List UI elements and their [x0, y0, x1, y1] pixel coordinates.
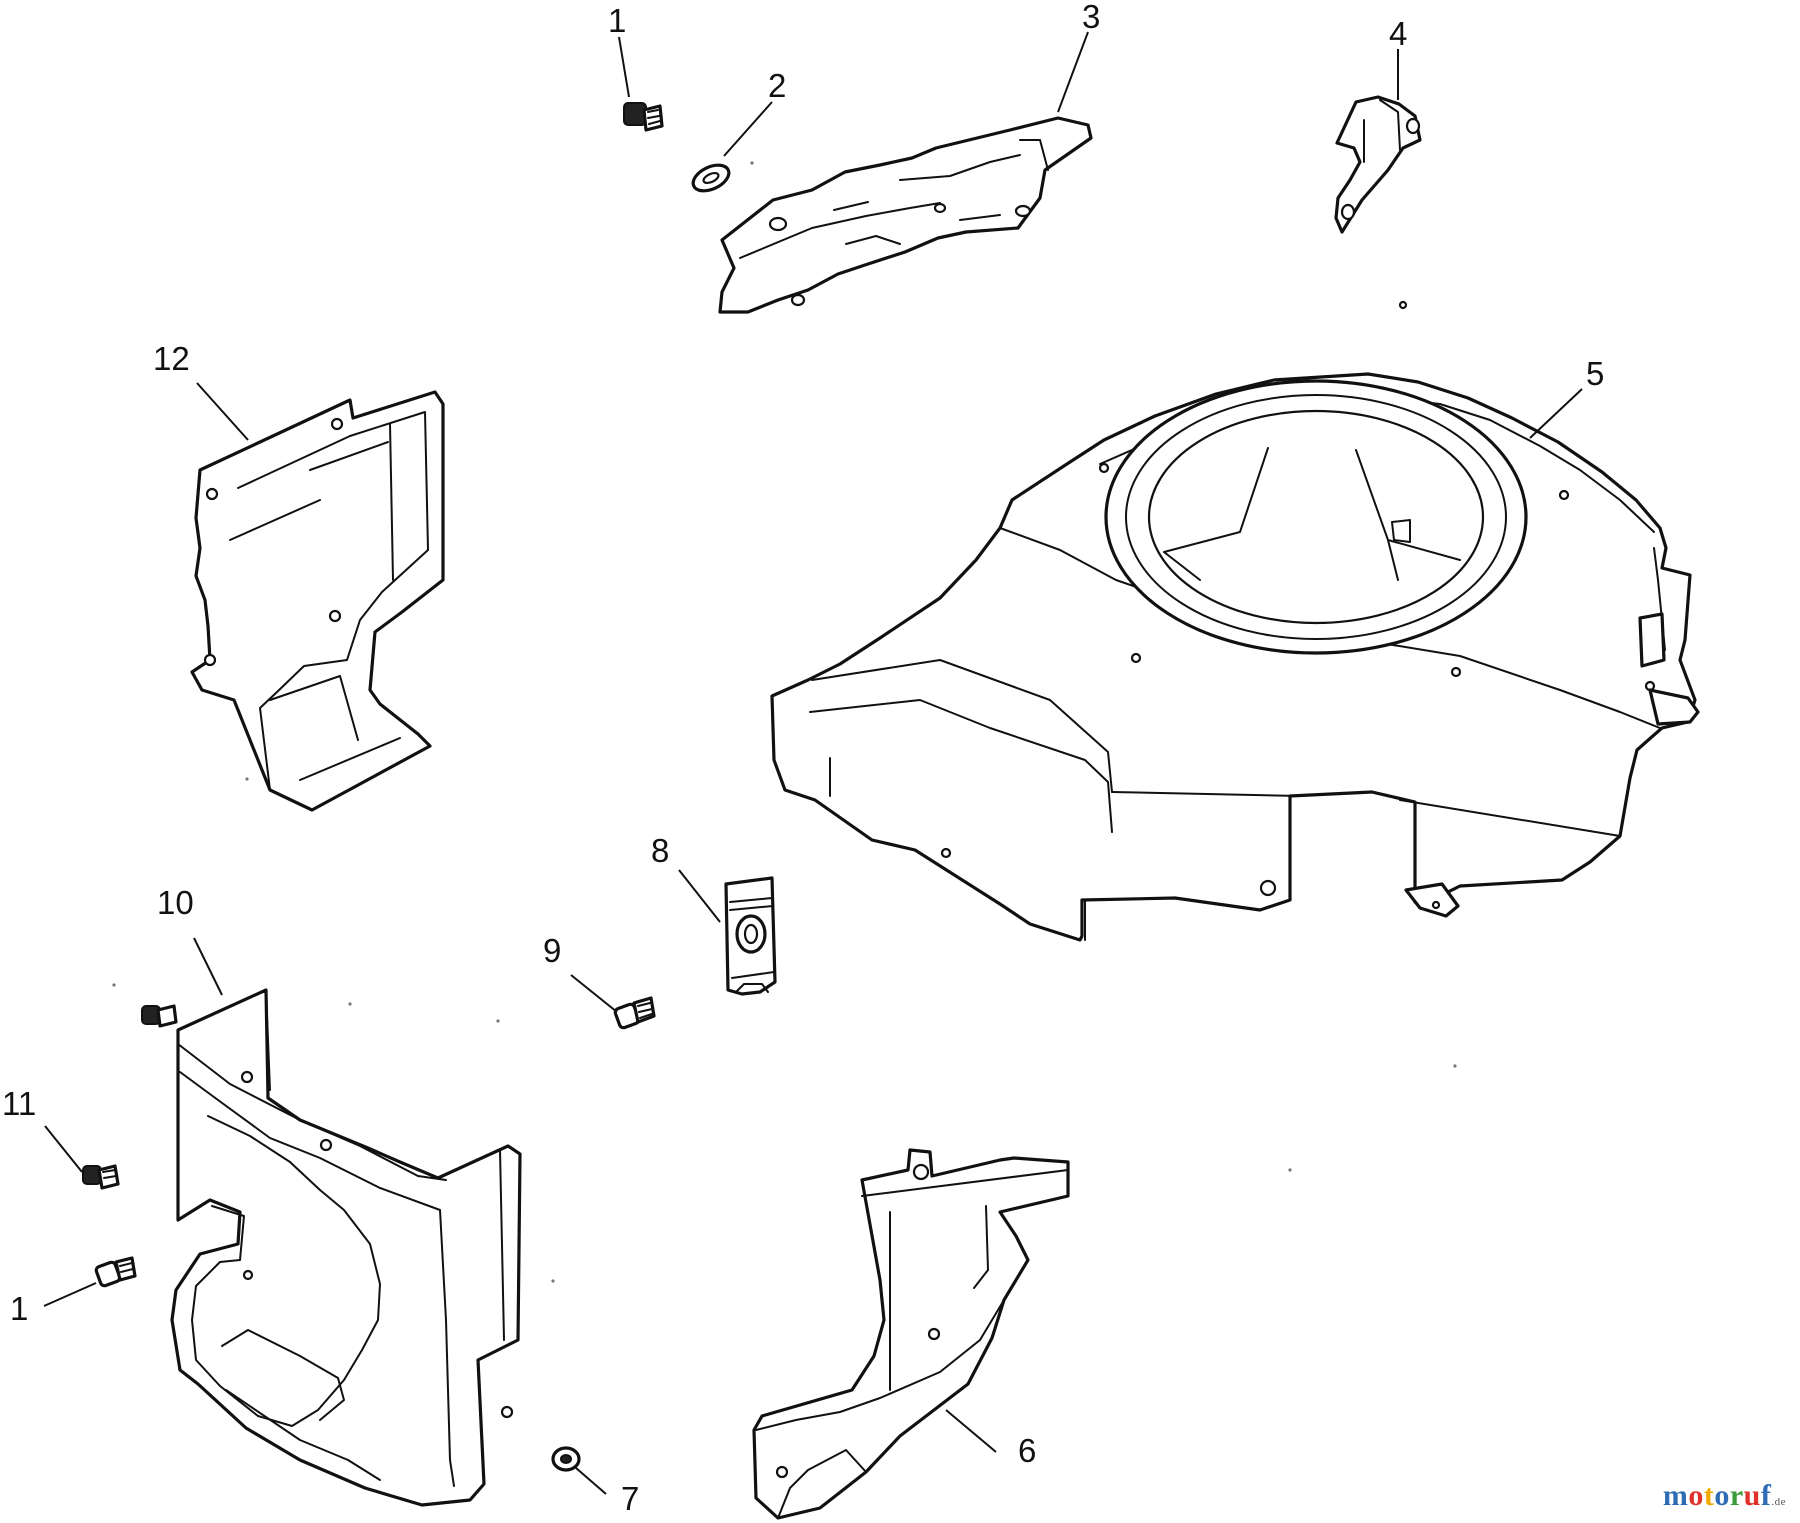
- part-1-screw-left: [94, 1256, 137, 1288]
- part-10-cylinder-shroud: [170, 988, 522, 1507]
- scan-specks: [112, 161, 1457, 1283]
- leader-lines: [43, 31, 1583, 1495]
- wm-letter-2: o: [1688, 1479, 1704, 1512]
- callout-10: 10: [157, 884, 194, 921]
- shroud-screw: [141, 1004, 178, 1028]
- part-5-blower-housing: [770, 300, 1700, 942]
- part-8-clip: [724, 876, 777, 996]
- wm-letter-7: f: [1760, 1479, 1772, 1512]
- wm-letter-6: u: [1743, 1479, 1761, 1512]
- callout-12: 12: [153, 340, 190, 377]
- wm-letter-1: m: [1662, 1479, 1689, 1512]
- callout-9: 9: [543, 932, 561, 969]
- callout-1-left: 1: [10, 1290, 28, 1327]
- part-12-side-shield: [190, 390, 445, 812]
- callout-8: 8: [651, 832, 669, 869]
- part-3-baffle-bracket: [718, 116, 1093, 314]
- part-11-screw: [82, 1164, 120, 1190]
- wm-suffix: .de: [1771, 1496, 1786, 1508]
- callout-6: 6: [1018, 1432, 1036, 1469]
- wm-letter-5: r: [1729, 1479, 1744, 1512]
- part-7-nut: [551, 1446, 581, 1472]
- callout-7: 7: [621, 1480, 639, 1517]
- callout-5: 5: [1586, 355, 1604, 392]
- part-2-washer: [691, 163, 731, 193]
- callout-2: 2: [768, 67, 786, 104]
- callout-3: 3: [1082, 0, 1100, 35]
- callout-1-top: 1: [608, 2, 626, 39]
- part-1-screw-top: [623, 102, 664, 132]
- callouts: 1 2 3 4 5 12 8 10 9 11 1 6 7: [2, 0, 1604, 1517]
- part-4-clamp: [1334, 95, 1422, 234]
- motoruf-watermark: motoruf.de: [1663, 1479, 1786, 1513]
- wm-letter-4: o: [1714, 1479, 1730, 1512]
- part-6-lower-baffle: [752, 1148, 1070, 1520]
- callout-4: 4: [1389, 15, 1407, 52]
- wm-letter-3: t: [1703, 1479, 1715, 1512]
- callout-11: 11: [2, 1085, 36, 1122]
- part-9-screw: [613, 996, 656, 1030]
